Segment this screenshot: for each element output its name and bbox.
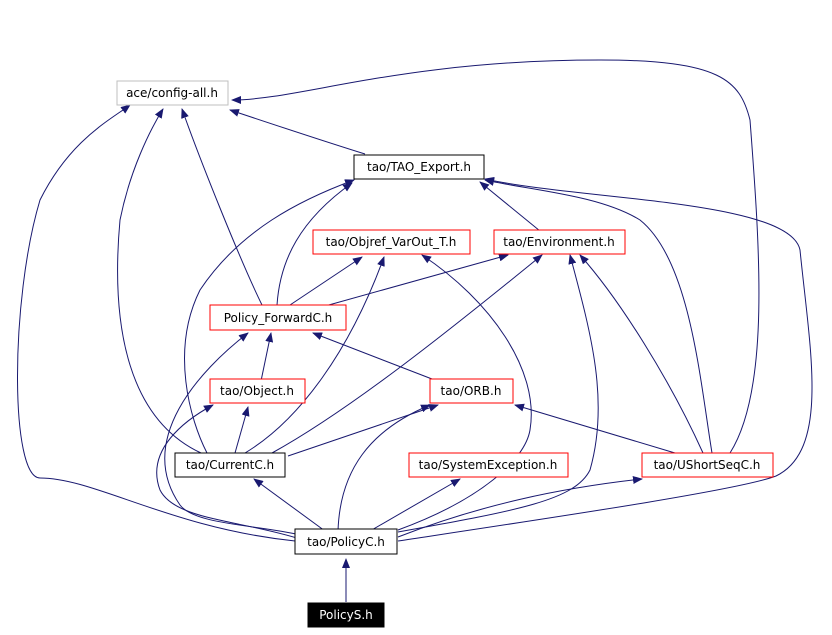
node-currentc-label: tao/CurrentC.h [186,458,274,472]
edge-object-to-policy-forwardc [260,332,274,382]
edge-currentc-to-orb [287,404,439,457]
edge-policyc-to-ushortseqc [397,476,643,538]
edge-ushortseqc-to-ace-config-all [231,59,760,454]
node-orb[interactable]: tao/ORB.h [429,378,514,404]
edge-orb-to-policy-forwardc [312,332,433,380]
edge-policyc-to-object [156,404,301,540]
node-policy-forwardc[interactable]: Policy_ForwardC.h [209,304,347,331]
node-ushortseqc-label: tao/UShortSeqC.h [654,458,761,472]
node-policys-label: PolicyS.h [319,608,373,622]
edge-ushortseqc-to-tao-export [484,178,713,454]
node-ace-config-all[interactable]: ace/config-all.h [116,80,229,106]
edge-environment-to-tao-export [479,181,541,232]
edge-policy-forwardc-to-tao-export [276,182,353,306]
edges-layer [17,59,813,602]
edge-currentc-to-objref-varout [244,256,385,454]
node-ace-config-all-label: ace/config-all.h [126,86,218,100]
node-environment-label: tao/Environment.h [503,235,615,249]
node-policys-selected[interactable]: PolicyS.h [307,602,385,628]
edge-policyc-to-objref-varout [397,254,532,531]
node-currentc[interactable]: tao/CurrentC.h [174,452,286,478]
node-tao-export-label: tao/TAO_Export.h [367,160,471,174]
edge-policy-forwardc-to-environment [317,253,509,309]
edge-ushortseqc-to-orb [514,403,676,454]
edge-policy-forwardc-to-objref-varout [289,256,363,306]
edge-policyc-to-systemexception [369,478,461,532]
node-ushortseqc[interactable]: tao/UShortSeqC.h [641,452,774,478]
node-environment[interactable]: tao/Environment.h [493,229,626,255]
edge-policyc-to-ace-config-all [17,104,296,542]
node-orb-label: tao/ORB.h [441,384,502,398]
edge-currentc-to-ace-config-all [117,108,202,454]
edge-policyc-to-environment [397,254,599,533]
node-policyc[interactable]: tao/PolicyC.h [294,528,398,555]
edge-policy-forwardc-to-ace-config-all [181,108,263,306]
node-object[interactable]: tao/Object.h [209,378,306,404]
edge-policyc-to-tao-export [397,177,813,542]
node-objref-varout[interactable]: tao/Objref_VarOut_T.h [312,229,471,255]
edge-ushortseqc-to-environment [579,254,704,454]
edge-policyc-to-currentc [253,478,326,532]
edge-currentc-to-environment [271,254,543,454]
node-policy-forwardc-label: Policy_ForwardC.h [224,311,333,325]
node-objref-varout-label: tao/Objref_VarOut_T.h [326,235,457,249]
nodes-layer: ace/config-all.h tao/TAO_Export.h tao/Ob… [116,80,774,628]
node-tao-export[interactable]: tao/TAO_Export.h [353,154,485,180]
edge-tao-export-to-ace-config-all [229,109,366,155]
edge-policyc-to-policy-forwardc [164,332,301,536]
edge-currentc-to-tao-export [184,179,355,454]
edge-currentc-to-object [234,406,250,454]
node-systemexception-label: tao/SystemException.h [419,458,558,472]
node-systemexception[interactable]: tao/SystemException.h [408,452,569,478]
node-object-label: tao/Object.h [220,384,294,398]
node-policyc-label: tao/PolicyC.h [307,535,385,549]
